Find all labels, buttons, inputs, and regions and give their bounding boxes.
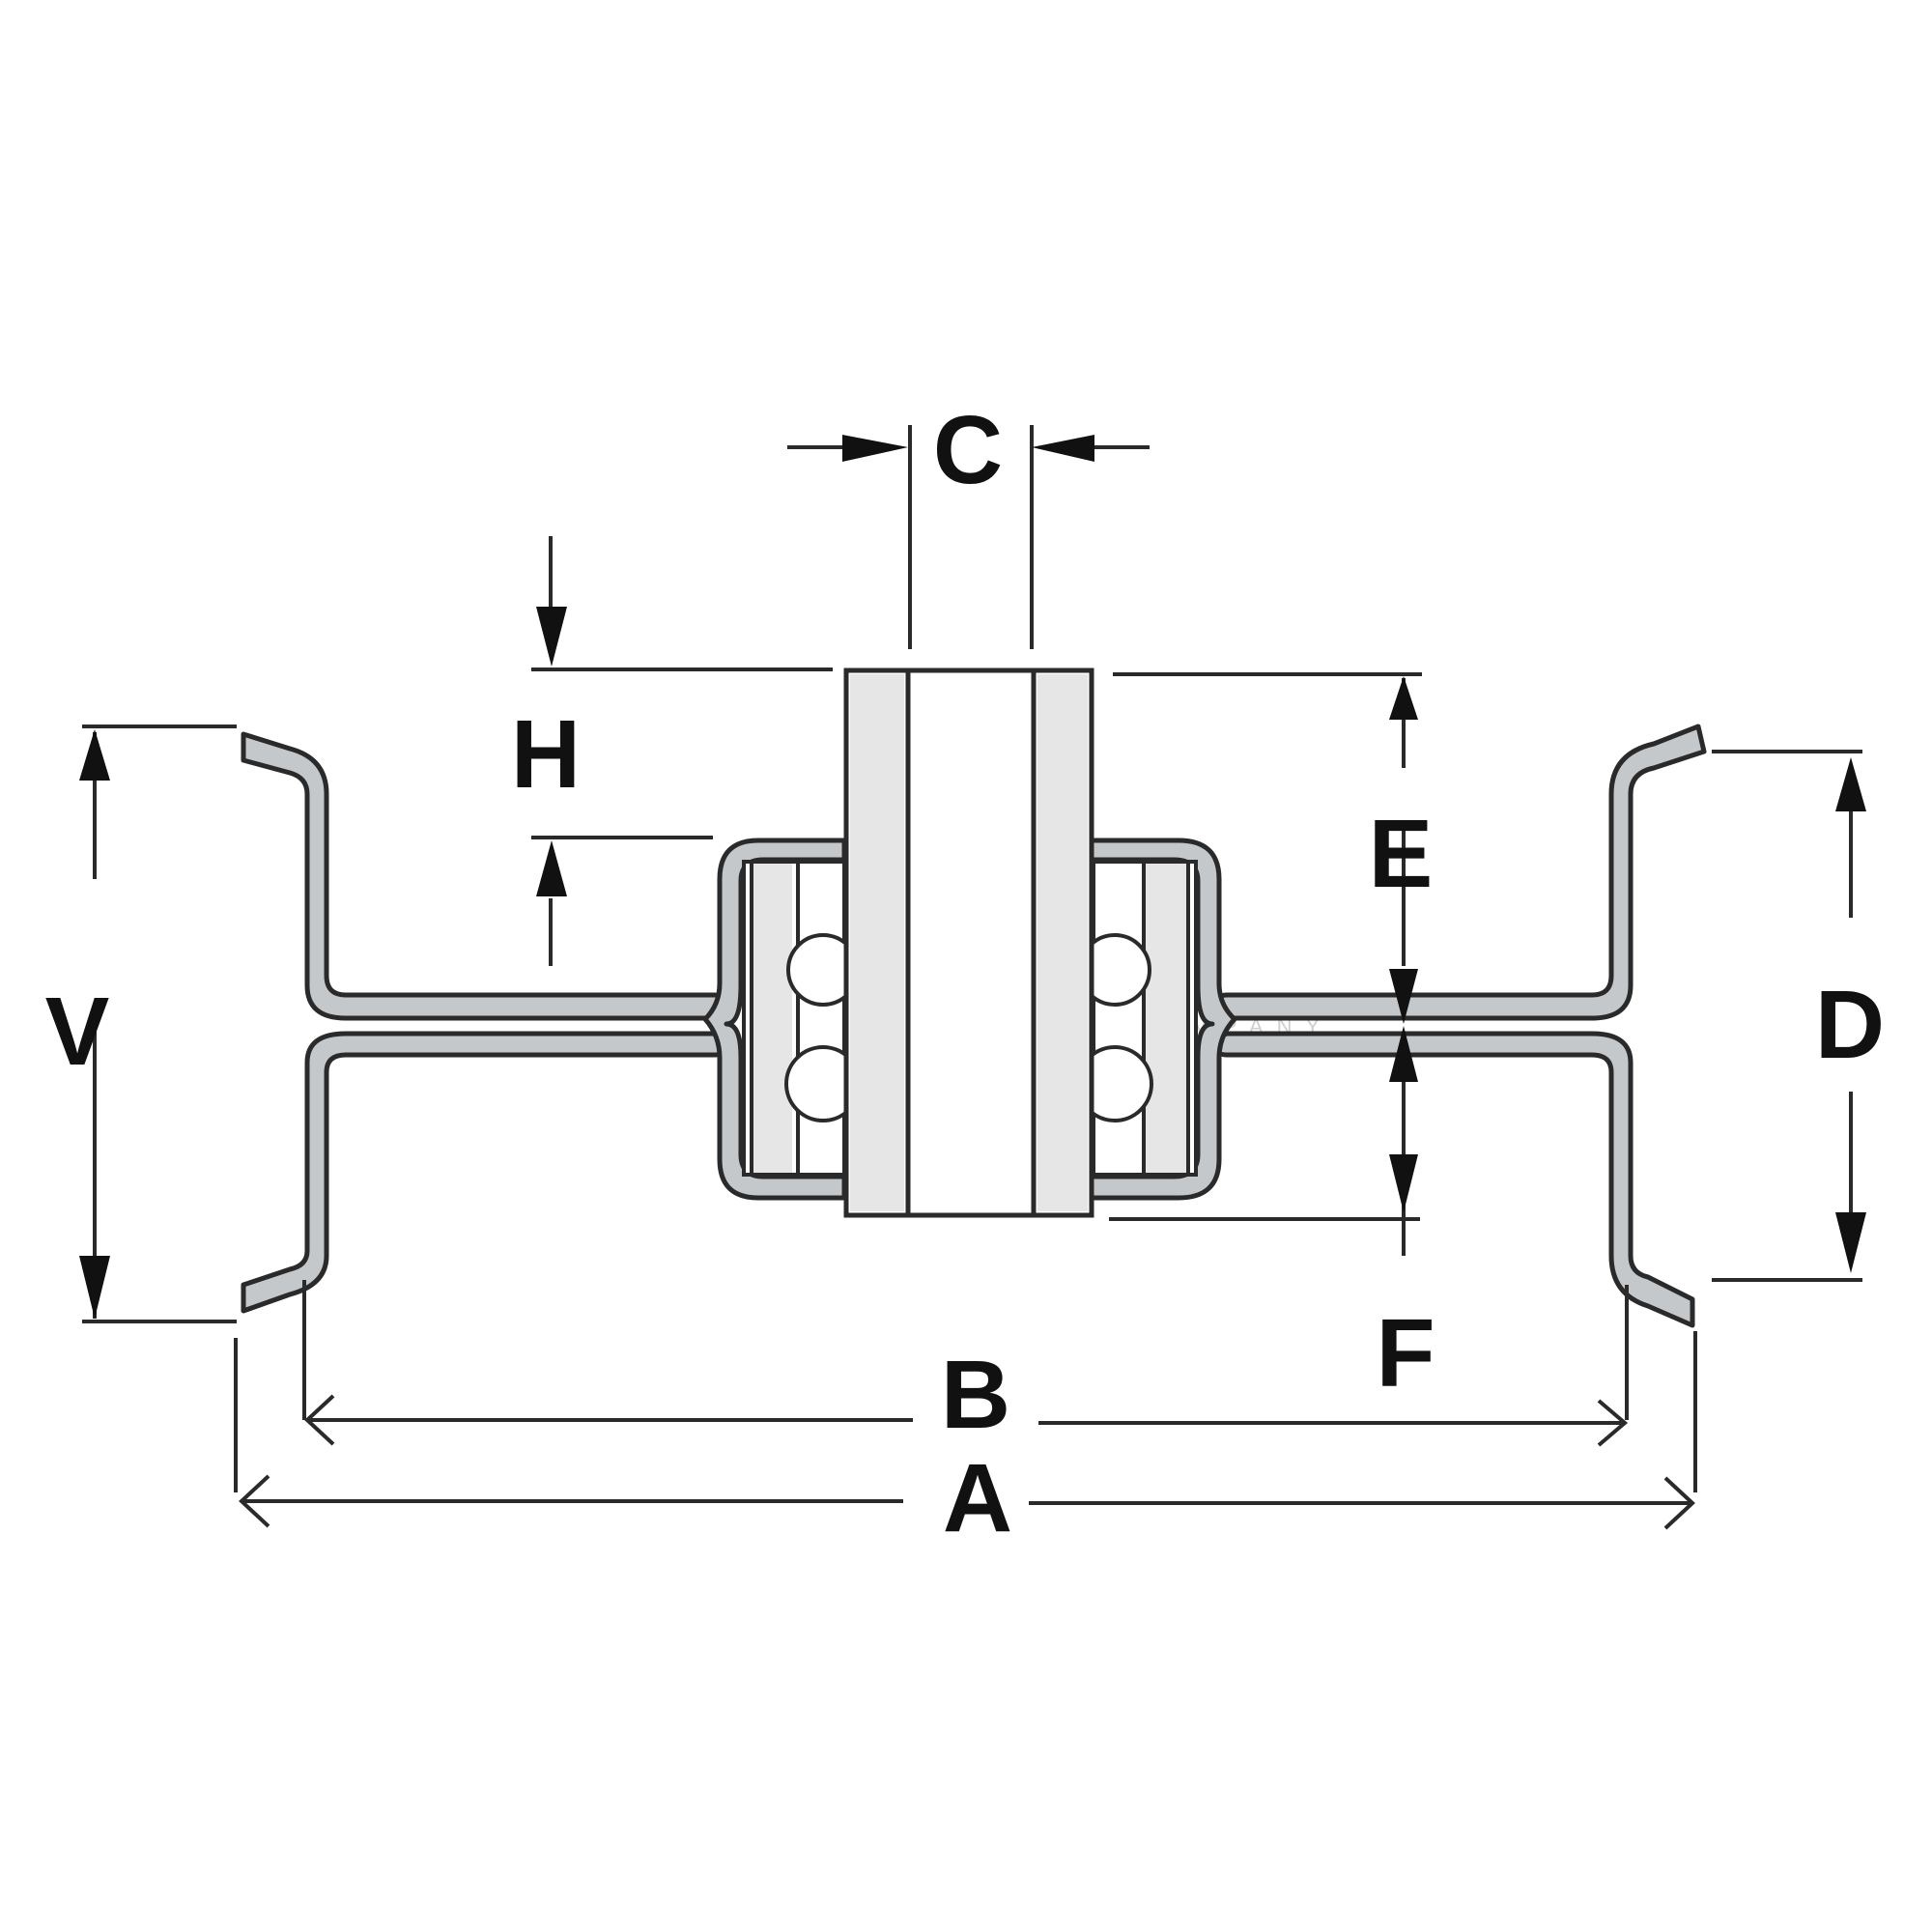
label-e: E bbox=[1369, 800, 1434, 908]
dimension-c bbox=[787, 425, 1150, 649]
arrow-left-icon bbox=[304, 1394, 335, 1446]
dimension-e bbox=[1113, 672, 1422, 1024]
right-upper-flange bbox=[1212, 724, 1707, 1021]
dimension-a bbox=[234, 1331, 1697, 1530]
arrow-up-icon bbox=[1389, 1026, 1418, 1082]
dimension-h bbox=[531, 536, 833, 966]
arrow-up-icon bbox=[79, 729, 110, 781]
label-d: D bbox=[1815, 971, 1885, 1079]
dimension-v bbox=[79, 724, 237, 1323]
label-a: A bbox=[943, 1444, 1012, 1552]
label-f: F bbox=[1376, 1299, 1435, 1407]
arrow-left-icon bbox=[1032, 435, 1094, 462]
label-h: H bbox=[511, 700, 581, 809]
dimension-lines bbox=[79, 425, 1866, 1530]
dimension-labels: C H E F V D B A bbox=[45, 396, 1885, 1552]
dimension-f bbox=[1109, 1026, 1420, 1256]
arrow-down-icon bbox=[1389, 969, 1418, 1024]
arrow-right-icon bbox=[1663, 1476, 1695, 1530]
arrow-down-icon bbox=[1835, 1212, 1866, 1273]
right-lower-flange bbox=[1212, 1031, 1695, 1328]
arrow-up-icon bbox=[1389, 676, 1418, 720]
arrow-up-icon bbox=[1835, 757, 1866, 811]
hub-sleeve bbox=[843, 668, 1094, 1218]
dimension-d bbox=[1712, 750, 1866, 1282]
label-c: C bbox=[933, 396, 1003, 504]
left-upper-flange bbox=[241, 731, 729, 1021]
dimension-b bbox=[302, 1280, 1629, 1447]
arrow-down-icon bbox=[536, 607, 567, 667]
arrow-down-icon bbox=[79, 1256, 110, 1319]
bearing-outer-race-left bbox=[742, 860, 846, 1177]
label-v: V bbox=[45, 978, 110, 1086]
label-b: B bbox=[941, 1341, 1010, 1449]
arrow-down-icon bbox=[1389, 1154, 1418, 1212]
arrow-up-icon bbox=[536, 840, 567, 896]
arrow-left-icon bbox=[239, 1474, 270, 1528]
bearing-outer-race-right bbox=[1092, 860, 1198, 1177]
arrow-right-icon bbox=[842, 435, 908, 462]
arrow-right-icon bbox=[1597, 1399, 1629, 1447]
left-lower-flange bbox=[241, 1031, 729, 1314]
